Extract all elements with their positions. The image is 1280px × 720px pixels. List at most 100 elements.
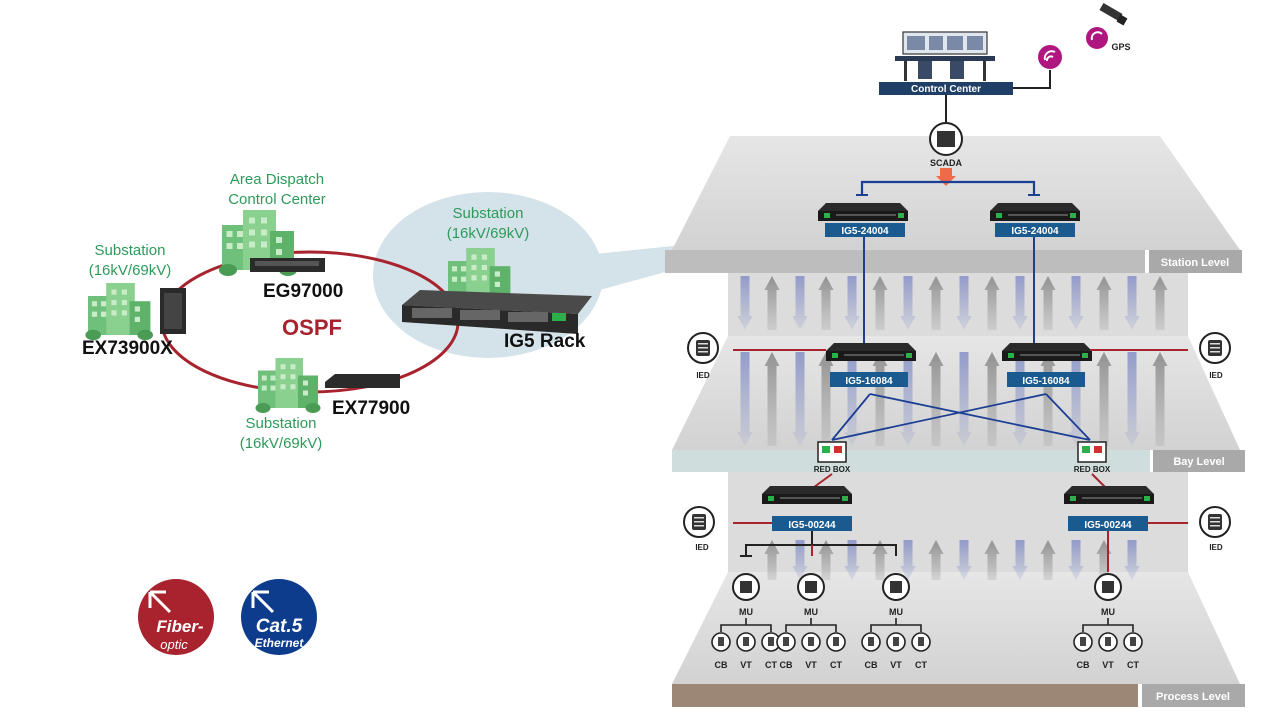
ct-sensor-icon	[1123, 632, 1143, 652]
process-switch-2	[1064, 486, 1154, 504]
station-switch-1	[818, 203, 908, 221]
uplink-arrow	[1040, 540, 1056, 580]
substation-bottom-label-1: Substation	[246, 415, 317, 432]
ct-label: CT	[1127, 660, 1139, 670]
substation-bubble-label-2: (16kV/69kV)	[447, 225, 530, 242]
redbox-left-label: RED BOX	[814, 465, 851, 474]
vt-sensor-icon	[1098, 632, 1118, 652]
ied-process-left-label: IED	[695, 543, 709, 552]
downlink-arrow	[1124, 352, 1140, 446]
station-level-bar	[665, 250, 1145, 273]
vt-label: VT	[805, 660, 817, 670]
merging-unit-icon	[882, 573, 910, 601]
ied-process-right-label: IED	[1209, 543, 1223, 552]
scada-label: SCADA	[930, 158, 963, 168]
control-center-desk	[895, 31, 995, 81]
area-dispatch-label-2: Control Center	[228, 191, 326, 208]
uplink-arrow	[928, 352, 944, 446]
process-switch-2-tag	[1068, 516, 1148, 531]
uplink-arrow	[984, 540, 1000, 580]
fiber-badge-label-2: optic	[160, 637, 188, 652]
ct-label: CT	[765, 660, 777, 670]
uplink-arrow	[764, 276, 780, 330]
uplink-arrow	[818, 276, 834, 330]
process-switch-1-label: IG5-00244	[788, 520, 836, 531]
uplink-arrow	[984, 352, 1000, 446]
vt-label: VT	[740, 660, 752, 670]
vt-label: VT	[890, 660, 902, 670]
downlink-arrow	[900, 540, 916, 580]
uplink-arrow	[1096, 352, 1112, 446]
merging-unit-icon	[732, 573, 760, 601]
wireless-link	[1013, 70, 1051, 89]
ct-sensor-icon	[911, 632, 931, 652]
ied-bay-left	[687, 332, 719, 364]
process-level-label: Process Level	[1156, 691, 1230, 703]
merging-unit-icon	[1094, 573, 1122, 601]
uplink-arrow	[764, 352, 780, 446]
uplink-arrow	[872, 276, 888, 330]
cat5-badge-label-1: Cat.5	[256, 616, 303, 637]
station-level-tab	[1149, 250, 1242, 273]
bay-redbox-crosslinks	[831, 393, 1091, 441]
substation-left-building	[85, 283, 153, 341]
mu-bus-left	[740, 531, 897, 557]
downlink-arrow	[956, 276, 972, 330]
cb-sensor-icon	[711, 632, 731, 652]
uplink-arrow	[928, 540, 944, 580]
ied-process-left	[683, 506, 715, 538]
mu-label: MU	[804, 607, 818, 617]
uplink-arrow	[928, 276, 944, 330]
ct-sensor-icon	[826, 632, 846, 652]
cb-label: CB	[780, 660, 793, 670]
downlink-arrow	[900, 276, 916, 330]
downlink-arrow	[956, 540, 972, 580]
gps-satellite-icon	[1086, 3, 1128, 49]
bay-level-label: Bay Level	[1173, 456, 1224, 468]
scada-arrow	[936, 168, 956, 186]
uplink-arrow	[1152, 276, 1168, 330]
downlink-arrow	[1124, 540, 1140, 580]
downlink-arrow	[737, 276, 753, 330]
ct-label: CT	[830, 660, 842, 670]
bay-level-tab	[1153, 450, 1245, 472]
ig5-rack-device	[402, 290, 592, 334]
cb-label: CB	[715, 660, 728, 670]
eg97000-label: EG97000	[263, 281, 343, 302]
bay-switch-1-label: IG5-16084	[845, 376, 893, 387]
uplink-arrow	[1096, 276, 1112, 330]
downlink-arrow	[956, 352, 972, 446]
bay-switch-2-label: IG5-16084	[1022, 376, 1070, 387]
vt-sensor-icon	[736, 632, 756, 652]
uplink-arrow	[1152, 352, 1168, 446]
process-level-tab	[1142, 684, 1245, 707]
fiber-badge-label-1: Fiber-	[156, 617, 204, 636]
station-level-label: Station Level	[1161, 257, 1229, 269]
mu-label: MU	[1101, 607, 1115, 617]
uplink-arrow	[984, 276, 1000, 330]
mu-sensor-bus	[870, 618, 922, 632]
downlink-arrow	[737, 352, 753, 446]
process-switch-2-label: IG5-00244	[1084, 520, 1132, 531]
station-switch-1-label: IG5-24004	[841, 226, 889, 237]
ig5-rack-label: IG5 Rack	[504, 331, 586, 352]
downlink-arrow	[792, 352, 808, 446]
station-switch-2-tag	[995, 223, 1075, 237]
bay-level-bar	[672, 450, 1150, 472]
station-switch-2	[990, 203, 1080, 221]
merging-unit-group: MU CB VT CT	[776, 573, 846, 670]
ex73900x-switch	[160, 288, 186, 334]
mu-label: MU	[739, 607, 753, 617]
uplink-arrow	[818, 352, 834, 446]
substation-left-label-1: Substation	[95, 242, 166, 259]
control-center-label: Control Center	[911, 84, 981, 95]
ospf-label: OSPF	[282, 315, 342, 340]
cat5-ethernet-badge: Cat.5 Ethernet	[241, 579, 317, 655]
mu-label: MU	[889, 607, 903, 617]
downlink-arrow	[1124, 276, 1140, 330]
control-center-bar	[879, 82, 1013, 95]
